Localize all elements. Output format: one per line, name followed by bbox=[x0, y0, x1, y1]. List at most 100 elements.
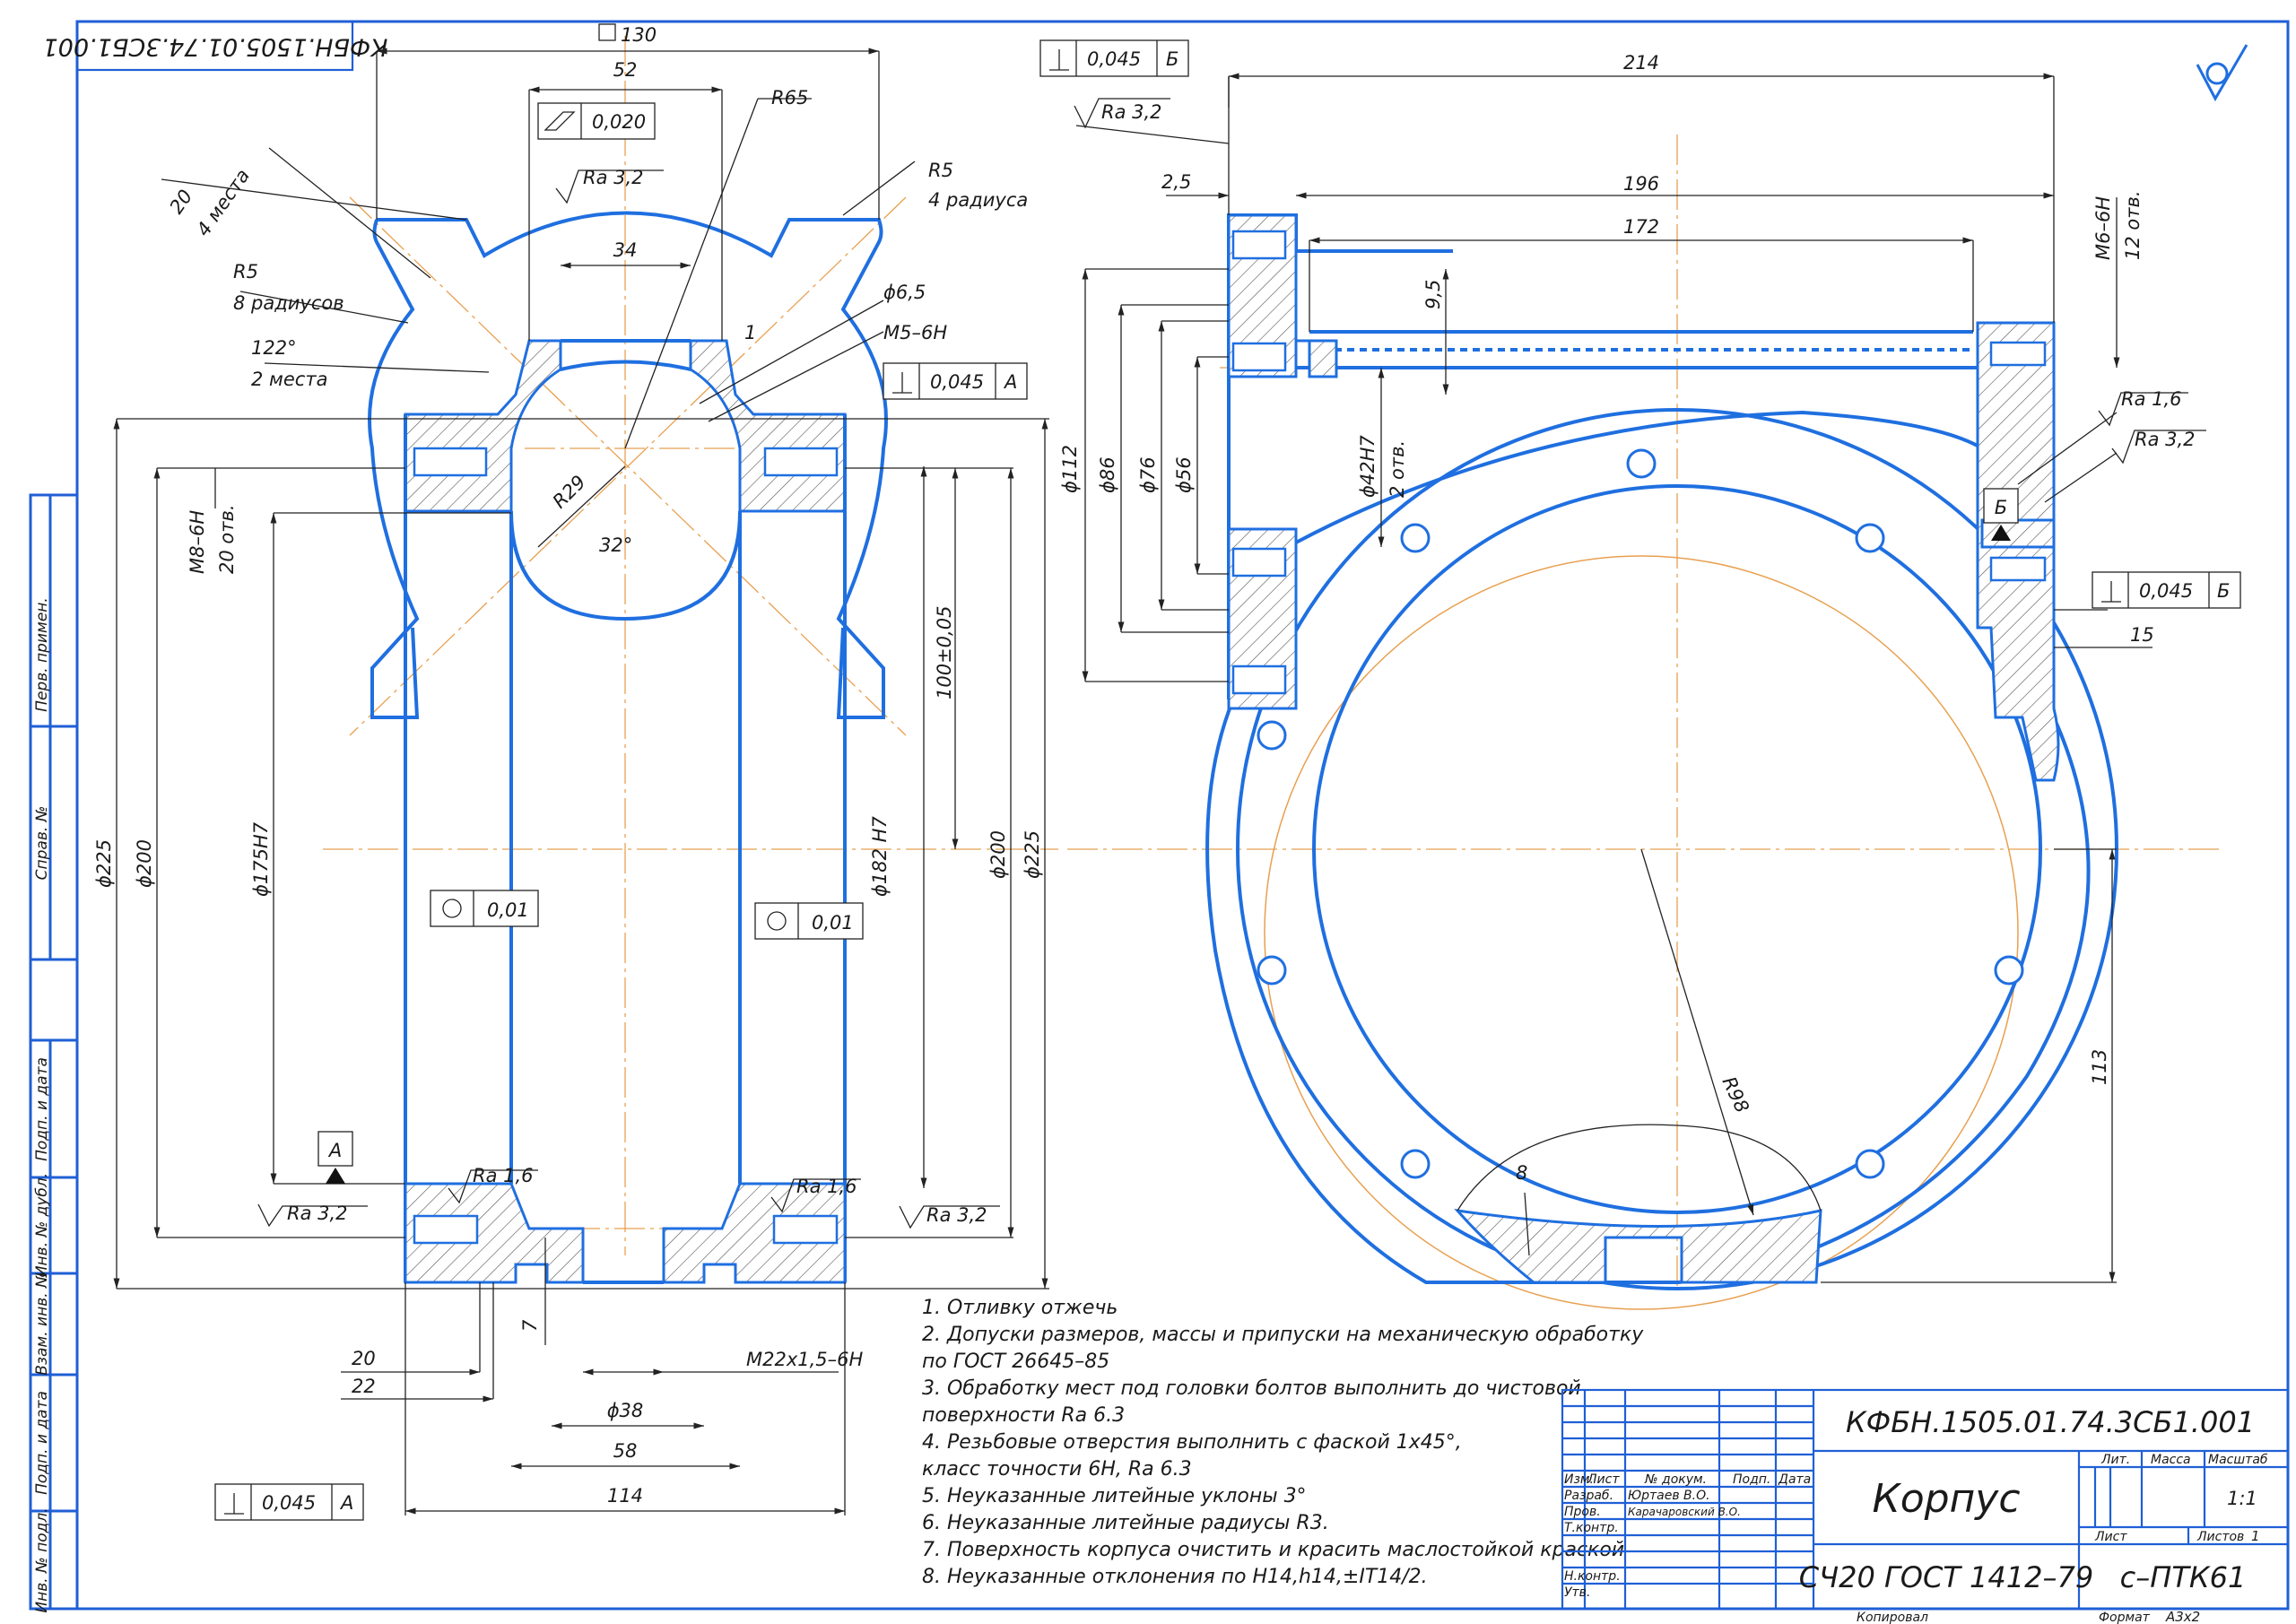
tb-name: Корпус bbox=[1872, 1476, 2020, 1522]
tol-perp-bottom: 0,045 A bbox=[214, 1483, 364, 1521]
tb-r-tkontr: Т.контр. bbox=[1564, 1521, 1619, 1535]
left-view-labels: 130 52 34 R65 R5 4 радиуса R5 8 радиусов… bbox=[93, 23, 1043, 1521]
side-label-dubl: Инв. № дубл. bbox=[33, 1173, 51, 1277]
dim-r65: R65 bbox=[771, 87, 808, 109]
tb-h-date: Дата bbox=[1778, 1472, 1811, 1487]
dim-phi175: ϕ175H7 bbox=[250, 821, 272, 897]
tb-kopiroval: Копировал bbox=[1857, 1611, 1928, 1624]
stamp-top-text: КФБН.1505.01.74.3СБ1.001 bbox=[43, 33, 388, 61]
datum-b: Б bbox=[1983, 488, 2019, 541]
dim-phi42: ϕ42H7 bbox=[1357, 435, 1378, 498]
dim-95: 9,5 bbox=[1422, 280, 1444, 309]
title-block-text: КФБН.1505.01.74.3СБ1.001 Корпус СЧ20 ГОС… bbox=[1564, 1405, 2268, 1624]
note-4b: класс точности 6H, Ra 6.3 bbox=[922, 1458, 1192, 1481]
dim-214: 214 bbox=[1623, 52, 1659, 74]
side-label-perv: Перв. примен. bbox=[33, 597, 51, 712]
tol-flatness: 0,020 bbox=[537, 102, 656, 140]
dim-34: 34 bbox=[613, 239, 638, 261]
dim-m22: M22x1,5–6H bbox=[746, 1349, 864, 1370]
datum-b-label: Б bbox=[1995, 497, 2007, 518]
tol-perp-a-top-datum: A bbox=[1003, 371, 1017, 393]
dim-196: 196 bbox=[1623, 173, 1659, 195]
tb-designation: КФБН.1505.01.74.3СБ1.001 bbox=[1846, 1405, 2255, 1439]
dim-phi225: ϕ225 bbox=[93, 839, 115, 888]
tol-perp-a-top: 0,045 A bbox=[883, 362, 1028, 400]
tb-h-list: Лист bbox=[1587, 1472, 1620, 1487]
dim-one: 1 bbox=[744, 322, 756, 343]
ra-32-r: Ra 3,2 bbox=[926, 1204, 987, 1226]
dim-20-angle: 20 bbox=[165, 186, 196, 218]
ra-32-rv-top: Ra 3,2 bbox=[1101, 101, 1162, 123]
tol-cyl-left-value: 0,01 bbox=[487, 899, 529, 921]
tb-h-izm: Изм. bbox=[1564, 1472, 1594, 1487]
tol-cyl-left: 0,01 bbox=[430, 890, 539, 927]
tol-perp-b-right-value: 0,045 bbox=[2139, 580, 2193, 602]
tb-listov-label: Листов bbox=[2196, 1530, 2244, 1544]
dim-m5: M5–6H bbox=[883, 322, 947, 343]
side-label-vzam: Взам. инв. № bbox=[33, 1272, 51, 1375]
dim-r5-8-note: 8 радиусов bbox=[233, 292, 344, 314]
dim-172: 172 bbox=[1623, 216, 1659, 238]
datum-a-label: А bbox=[327, 1140, 342, 1161]
dim-114: 114 bbox=[607, 1485, 643, 1507]
dim-20: 20 bbox=[352, 1348, 376, 1369]
tb-scale: 1:1 bbox=[2227, 1488, 2257, 1509]
dim-113: 113 bbox=[2089, 1049, 2110, 1085]
tol-perp-b-right: 0,045 Б bbox=[2092, 571, 2241, 609]
tb-n-razrab: Юртаев В.О. bbox=[1628, 1489, 1710, 1503]
dim-122: 122° bbox=[251, 337, 297, 359]
dim-phi76: ϕ76 bbox=[1137, 456, 1159, 493]
tb-org: с–ПТК61 bbox=[2120, 1560, 2247, 1594]
tol-perp-bottom-value: 0,045 bbox=[262, 1492, 316, 1514]
ra-16-rv: Ra 1,6 bbox=[2121, 388, 2182, 410]
title-block bbox=[1561, 1388, 2290, 1611]
note-4: 4. Резьбовые отверстия выполнить с фаско… bbox=[922, 1431, 1462, 1454]
tb-masshtab: Масштаб bbox=[2208, 1453, 2268, 1467]
dim-20-note: 4 места bbox=[192, 165, 254, 240]
dim-phi65: ϕ6,5 bbox=[883, 282, 926, 303]
dim-phi38: ϕ38 bbox=[607, 1400, 644, 1421]
tb-r-razrab: Разраб. bbox=[1564, 1489, 1613, 1503]
dim-r5-4-note: 4 радиуса bbox=[928, 189, 1028, 211]
tb-r-utv: Утв. bbox=[1564, 1585, 1590, 1600]
dim-r5-4: R5 bbox=[928, 160, 953, 181]
tol-cyl-right: 0,01 bbox=[754, 902, 864, 940]
dim-phi86: ϕ86 bbox=[1097, 456, 1118, 493]
dim-8: 8 bbox=[1516, 1162, 1527, 1184]
tb-r-prov: Пров. bbox=[1564, 1505, 1601, 1519]
side-label-podp1: Подп. и дата bbox=[33, 1057, 51, 1161]
note-1: 1. Отливку отжечь bbox=[922, 1297, 1118, 1319]
dim-m6: M6–6H bbox=[2092, 196, 2114, 260]
general-roughness-icon bbox=[2196, 44, 2248, 102]
tb-n-prov: Карачаровский В.О. bbox=[1628, 1506, 1741, 1518]
dim-phi56: ϕ56 bbox=[1173, 456, 1195, 493]
dim-r29: R29 bbox=[549, 471, 590, 512]
note-2: 2. Допуски размеров, массы и припуски на… bbox=[922, 1324, 1644, 1346]
tol-perp-a-top-value: 0,045 bbox=[930, 371, 984, 393]
dim-phi200r: ϕ200 bbox=[987, 830, 1009, 879]
tb-list-label: Лист bbox=[2094, 1530, 2127, 1544]
dim-130: 130 bbox=[621, 24, 657, 46]
side-label-podp2: Подп. и дата bbox=[33, 1391, 51, 1495]
technical-notes: 1. Отливку отжечь 2. Допуски размеров, м… bbox=[922, 1297, 1644, 1588]
tol-perp-b-top-value: 0,045 bbox=[1087, 48, 1141, 70]
tb-massa: Масса bbox=[2151, 1453, 2191, 1467]
dim-r5-8: R5 bbox=[233, 261, 258, 282]
dim-phi200: ϕ200 bbox=[134, 839, 155, 888]
dim-58: 58 bbox=[613, 1440, 638, 1462]
note-8: 8. Неуказанные отклонения по H14,h14,±IT… bbox=[922, 1566, 1428, 1588]
tb-format-val: А3х2 bbox=[2165, 1609, 2200, 1624]
right-view bbox=[1067, 73, 2224, 1310]
note-2b: по ГОСТ 26645–85 bbox=[922, 1350, 1109, 1373]
tb-h-doc: № докум. bbox=[1644, 1472, 1707, 1487]
dim-15: 15 bbox=[2130, 624, 2154, 646]
dim-32: 32° bbox=[599, 534, 632, 556]
tol-perp-bottom-datum: A bbox=[339, 1492, 353, 1514]
note-3b: поверхности Ra 6.3 bbox=[922, 1404, 1125, 1427]
left-view bbox=[113, 36, 1058, 1515]
ra-16-l: Ra 1,6 bbox=[473, 1165, 534, 1186]
tol-cyl-right-value: 0,01 bbox=[812, 912, 854, 934]
note-5: 5. Неуказанные литейные уклоны 3° bbox=[922, 1485, 1307, 1507]
tol-perp-b-top-datum: Б bbox=[1166, 48, 1178, 70]
tol-perp-b-top: 0,045 Б bbox=[1039, 39, 1189, 77]
